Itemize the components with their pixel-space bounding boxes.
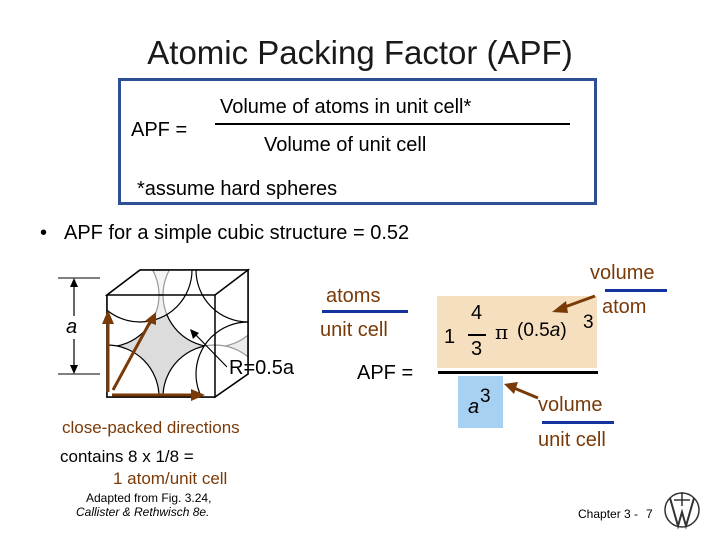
pi-symbol: π: [495, 320, 509, 344]
denominator-exponent: 3: [480, 386, 491, 407]
close-packed-direction-arrows: [106, 321, 193, 397]
four-label: 4: [471, 302, 483, 324]
close-packed-label: close-packed directions: [62, 418, 240, 437]
definition-denominator: Volume of unit cell: [264, 134, 427, 156]
three-label: 3: [471, 338, 483, 360]
volume-cell-line-1: volume: [538, 394, 603, 416]
cube-exponent: 3: [583, 312, 594, 333]
volume-atom-line-1: volume: [590, 262, 655, 284]
apf-definition-box: [118, 78, 597, 205]
publisher-logo: [664, 492, 700, 530]
definition-footnote: *assume hard spheres: [137, 178, 338, 200]
footer-page: 7: [646, 507, 653, 521]
definition-fraction-line: [215, 123, 570, 125]
bullet-text: APF for a simple cubic structure = 0.52: [64, 222, 410, 244]
definition-lhs: APF =: [131, 119, 188, 141]
equation-pointer-arrows: [504, 294, 596, 400]
denominator-base: a: [468, 396, 480, 418]
contains-line-2: 1 atom/unit cell: [113, 469, 228, 488]
radius-expression-var: a: [549, 320, 561, 341]
arrow-to-cell-volume: [513, 386, 539, 400]
slide-title: Atomic Packing Factor (APF): [147, 34, 573, 71]
adapted-line-2: Callister & Rethwisch 8e.: [76, 505, 210, 519]
atoms-count: 1: [444, 326, 456, 348]
apf-main-fraction-line: [438, 371, 598, 374]
volume-cell-line-2: unit cell: [538, 429, 606, 451]
unit-cell-label: unit cell: [320, 319, 388, 341]
atoms-per-cell-line: [322, 310, 408, 313]
adapted-line-1: Adapted from Fig. 3.24,: [86, 491, 212, 505]
bullet-symbol: •: [40, 222, 48, 244]
volume-per-cell-line: [542, 421, 614, 424]
radius-arrow: [193, 332, 228, 368]
radius-expression-base: (0.5: [517, 320, 550, 341]
arrow-head-right: [191, 389, 205, 401]
edge-length-label: a: [64, 316, 80, 339]
apf-denominator-bg: [458, 376, 503, 428]
simple-cubic-cell-illustration: [58, 268, 251, 401]
definition-numerator: Volume of atoms in unit cell*: [220, 96, 472, 118]
footer-chapter: Chapter 3 -: [578, 507, 639, 521]
radius-expression-close: ): [560, 320, 567, 341]
arrow-to-sphere-volume: [561, 294, 596, 310]
atoms-label: atoms: [326, 285, 381, 307]
radius-label: R=0.5a: [229, 357, 295, 379]
apf-equation-lhs: APF =: [357, 362, 414, 384]
arrow-head-up: [102, 310, 114, 324]
apf-numerator-bg: [437, 296, 597, 368]
four-thirds-line: [468, 334, 486, 336]
contains-line-1: contains 8 x 1/8 =: [60, 447, 194, 466]
volume-atom-line-2: atom: [602, 296, 647, 318]
arrow-head-diagonal: [145, 312, 156, 325]
radius-expression: (0.5a): [517, 320, 567, 342]
volume-per-atom-line: [605, 289, 667, 292]
